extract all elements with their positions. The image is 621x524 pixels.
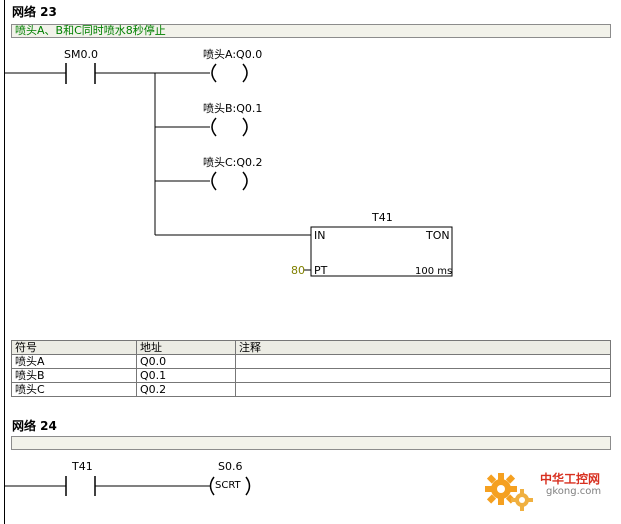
table-row[interactable]: 喷头B Q0.1	[11, 368, 611, 383]
address-cell: Q0.0	[136, 354, 236, 369]
network-23-comment-bar[interactable]: 喷头A、B和C同时喷水8秒停止	[11, 24, 611, 38]
symbol-table-header-row: 符号 地址 注释	[11, 340, 611, 355]
t41-contact-operand: T41	[72, 460, 93, 473]
network-24-title[interactable]: 网络 24	[12, 419, 57, 433]
scrt-coil-operand: S0.6	[218, 460, 243, 473]
symbol-cell: 喷头A	[11, 354, 137, 369]
timer-pt-value[interactable]: 80	[291, 264, 305, 277]
timer-box	[310, 226, 453, 277]
coil-a-symbol	[211, 63, 248, 83]
symbol-table-header-comment: 注释	[235, 340, 611, 355]
left-power-rail	[4, 0, 5, 524]
coil-c-symbol	[211, 171, 248, 191]
comment-cell	[235, 382, 611, 397]
symbol-cell: 喷头C	[11, 382, 137, 397]
coil-b-symbol	[211, 117, 248, 137]
network-24-comment-bar[interactable]	[11, 436, 611, 450]
timer-pt-label: PT	[314, 264, 328, 277]
timer-name: T41	[372, 211, 393, 224]
timer-resolution: 100 ms	[415, 266, 453, 277]
watermark-domain: gkong.com	[546, 486, 602, 497]
comment-cell	[235, 354, 611, 369]
table-row[interactable]: 喷头C Q0.2	[11, 382, 611, 397]
watermark-logo: 中华工控网 gkong.com	[484, 462, 618, 520]
network-24-ladder	[5, 476, 251, 496]
watermark-brand: 中华工控网	[540, 472, 601, 486]
scrt-coil-label[interactable]: SCRT	[215, 480, 241, 491]
sm-contact-operand: SM0.0	[64, 48, 98, 61]
timer-in-label: IN	[314, 229, 326, 242]
coil-c-operand: 喷头C:Q0.2	[203, 156, 263, 169]
gear-small-icon	[511, 489, 533, 511]
timer-type: TON	[426, 229, 450, 242]
coil-b-operand: 喷头B:Q0.1	[203, 102, 263, 115]
scrt-coil-symbol	[209, 476, 251, 496]
coil-a-output[interactable]	[205, 62, 253, 84]
symbol-table: 符号 地址 注释 喷头A Q0.0 喷头B Q0.1 喷头C Q0.2	[11, 340, 611, 397]
coil-c-output[interactable]	[205, 170, 253, 192]
symbol-cell: 喷头B	[11, 368, 137, 383]
symbol-table-header-symbol: 符号	[11, 340, 137, 355]
address-cell: Q0.1	[136, 368, 236, 383]
address-cell: Q0.2	[136, 382, 236, 397]
table-row[interactable]: 喷头A Q0.0	[11, 354, 611, 369]
sm-contact[interactable]	[62, 62, 100, 86]
coil-a-operand: 喷头A:Q0.0	[203, 48, 263, 61]
network-23-comment: 喷头A、B和C同时喷水8秒停止	[15, 24, 166, 37]
comment-cell	[235, 368, 611, 383]
t41-contact[interactable]	[62, 474, 100, 498]
network-23-title[interactable]: 网络 23	[12, 5, 57, 19]
symbol-table-header-address: 地址	[136, 340, 236, 355]
network-23-ladder	[5, 63, 453, 277]
coil-b-output[interactable]	[205, 116, 253, 138]
